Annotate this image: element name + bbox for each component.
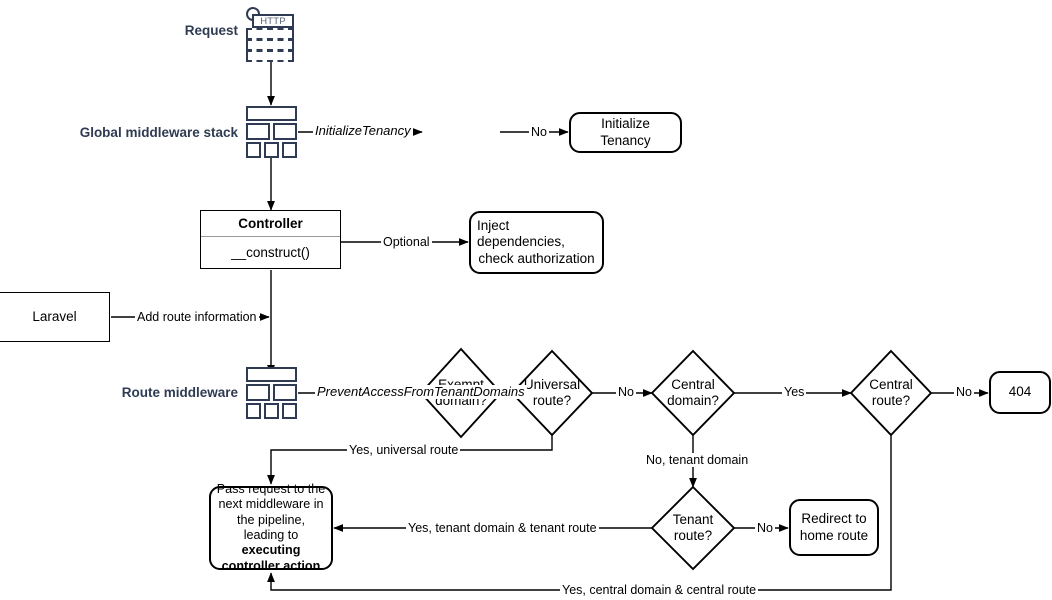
edge-label-central-domain-yes: Yes	[782, 385, 807, 399]
central-route-line2: route?	[871, 393, 911, 408]
diamond-universal-route-shape	[510, 349, 594, 437]
http-label: HTTP	[260, 15, 286, 27]
edge-label-no-tenant-domain: No, tenant domain	[644, 453, 751, 467]
decision-universal-route[interactable]: Universal route?	[512, 351, 592, 435]
http-dashed-row-3	[246, 50, 294, 62]
decision-central-route-label: Central route?	[851, 351, 931, 435]
rmw-row2-box2	[273, 384, 297, 401]
edge-label-add-route-information: Add route information	[135, 310, 259, 324]
caption-request: Request	[184, 23, 238, 38]
mw-row3-box2	[264, 142, 279, 158]
caption-global-middleware-stack: Global middleware stack	[79, 125, 238, 140]
decision-central-route[interactable]: Central route?	[851, 351, 931, 435]
mw-row3-box3	[282, 142, 297, 158]
pass-request-bold: executing controller action	[221, 543, 321, 573]
tenant-route-line2: route?	[673, 528, 713, 543]
node-pass-request[interactable]: Pass request to the next middleware in t…	[209, 482, 333, 573]
rmw-row3-box1	[246, 403, 261, 419]
http-request-icon: HTTP	[246, 7, 296, 63]
central-domain-line2: domain?	[667, 393, 719, 408]
edge-label-yes-tenant-domain-tenant-route: Yes, tenant domain & tenant route	[406, 521, 599, 535]
diamond-central-domain-shape	[650, 349, 736, 437]
edge-label-exempt-no: No	[529, 125, 549, 139]
caption-route-middleware: Route middleware	[121, 385, 238, 400]
decision-tenant-route[interactable]: Tenant route?	[652, 487, 734, 569]
initialize-tenancy-label: Initialize Tenancy	[600, 116, 651, 148]
edge-label-tenant-route-no: No	[755, 521, 775, 535]
edge-label-initialize-tenancy: InitializeTenancy	[313, 123, 413, 138]
edge-label-universal-no: No	[616, 385, 636, 399]
node-laravel[interactable]: Laravel	[0, 292, 110, 342]
universal-route-line2: route?	[532, 393, 572, 408]
edge-label-yes-central-domain-central-route: Yes, central domain & central route	[560, 583, 759, 597]
diamond-central-route-shape	[849, 349, 933, 437]
central-route-line1: Central	[869, 377, 913, 392]
redirect-line2: home route	[799, 527, 869, 543]
redirect-line1: Redirect to	[801, 511, 867, 526]
not-found-label: 404	[1008, 384, 1032, 400]
edge-universal-yes-to-pass-request	[267, 433, 553, 485]
node-redirect-home-route[interactable]: Redirect to home route	[789, 499, 879, 556]
node-initialize-tenancy[interactable]: Initialize Tenancy	[569, 112, 682, 153]
diamond-tenant-route-shape	[650, 485, 736, 571]
edge-label-prevent-access: PreventAccessFromTenantDomains	[315, 384, 527, 399]
decision-tenant-route-label: Tenant route?	[652, 487, 734, 569]
inject-line1: Inject dependencies,	[477, 217, 565, 250]
edge-label-central-route-no: No	[954, 385, 974, 399]
edge-label-optional: Optional	[381, 235, 432, 249]
rmw-row3-box3	[282, 403, 297, 419]
controller-method: __construct()	[231, 244, 310, 260]
decision-central-domain-label: Central domain?	[652, 351, 734, 435]
rmw-row3-box2	[264, 403, 279, 419]
inject-line2: check authorization	[478, 250, 595, 266]
mw-row1-box	[246, 106, 297, 121]
node-controller[interactable]: Controller __construct()	[200, 210, 341, 269]
global-middleware-stack-icon	[246, 106, 297, 158]
central-domain-line1: Central	[671, 377, 715, 392]
mw-row2-box2	[273, 123, 297, 140]
laravel-label: Laravel	[32, 309, 77, 324]
decision-universal-route-label: Universal route?	[512, 351, 592, 435]
mw-row2-box1	[246, 123, 270, 140]
tenant-route-line1: Tenant	[672, 512, 714, 527]
pass-request-text: Pass request to the next middleware in t…	[216, 482, 326, 574]
rmw-row1-box	[246, 367, 297, 382]
http-label-bar: HTTP	[252, 14, 294, 28]
universal-route-line1: Universal	[523, 377, 581, 392]
edge-label-yes-universal-route: Yes, universal route	[347, 443, 461, 457]
route-middleware-stack-icon	[246, 367, 297, 419]
node-inject-dependencies[interactable]: Inject dependencies, check authorization	[469, 211, 604, 274]
pass-request-part1: Pass request to the next middleware in t…	[216, 481, 326, 542]
rmw-row2-box1	[246, 384, 270, 401]
decision-central-domain[interactable]: Central domain?	[652, 351, 734, 435]
mw-row3-box1	[246, 142, 261, 158]
node-404[interactable]: 404	[989, 371, 1051, 414]
controller-title: Controller	[201, 211, 340, 237]
